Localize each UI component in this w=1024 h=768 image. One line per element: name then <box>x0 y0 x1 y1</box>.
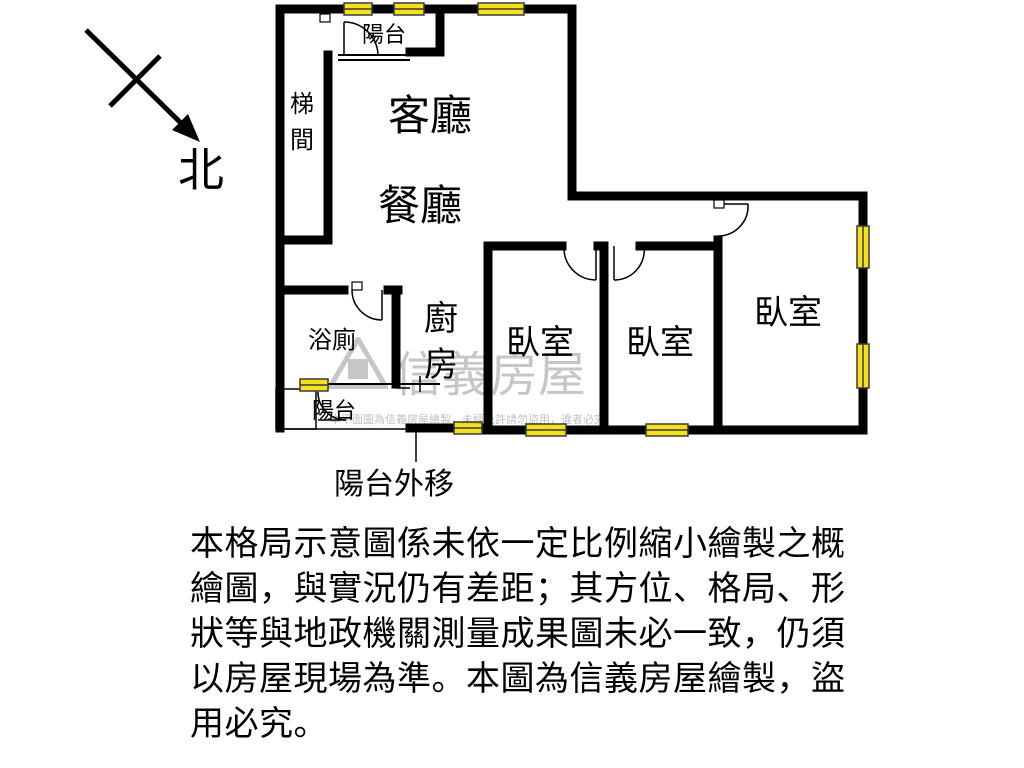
label-stairwell-1: 梯 <box>290 90 314 118</box>
door-swing-balcony-top <box>343 21 379 57</box>
door-swing-bedroom-c <box>717 203 749 237</box>
north-compass: 北 <box>84 28 224 197</box>
label-bedroom-b: 臥室 <box>626 323 694 363</box>
disclaimer-line-4: 以房屋現場為準。本圖為信義房屋繪製，盜 <box>190 659 846 699</box>
wall-marker-3 <box>319 13 331 23</box>
interior-walls <box>275 4 723 435</box>
door-swing-bedroom-a <box>563 245 597 281</box>
label-stairwell-2: 間 <box>290 126 314 154</box>
floor-plan: 北 <box>84 2 870 502</box>
disclaimer: 本格局示意圖係未依一定比例縮小繪製之概 繪圖，與實況仍有差距；其方位、格局、形 … <box>190 522 930 747</box>
label-bedroom-c: 臥室 <box>754 293 822 333</box>
label-bathroom: 浴廁 <box>308 326 356 354</box>
door-swing-bathroom <box>351 289 383 321</box>
door-swing-bedroom-b <box>613 245 646 281</box>
disclaimer-line-2: 繪圖，與實況仍有差距；其方位、格局、形 <box>190 569 846 609</box>
label-balcony-moved-out: 陽台外移 <box>334 467 454 502</box>
room-labels: 陽台 梯 間 客廳 餐廳 浴廁 廚 房 臥室 臥室 臥室 陽台 陽台外移 <box>290 23 822 502</box>
disclaimer-line-3: 狀等與地政機關測量成果圖未必一致，仍須 <box>190 614 846 654</box>
label-kitchen-1: 廚 <box>424 299 458 339</box>
disclaimer-line-5: 用必究。 <box>190 704 328 744</box>
compass-cross-bar <box>108 54 162 108</box>
label-kitchen-2: 房 <box>424 345 458 385</box>
label-balcony-bottom: 陽台 <box>312 399 356 424</box>
thin-partitions <box>316 54 440 385</box>
label-bedroom-a: 臥室 <box>506 323 574 363</box>
windows <box>299 2 870 437</box>
wall-marker-2 <box>351 281 363 291</box>
label-balcony-top: 陽台 <box>362 23 406 48</box>
exterior-walls <box>275 4 868 435</box>
north-label: 北 <box>178 143 224 197</box>
label-living-room: 客廳 <box>388 91 472 140</box>
door-swing-balcony-bottom <box>317 391 347 421</box>
disclaimer-line-1: 本格局示意圖係未依一定比例縮小繪製之概 <box>190 524 846 564</box>
wall-marker <box>713 199 725 209</box>
compass-arrow-head <box>172 114 200 142</box>
watermark-fine-print: 本平面圖為信義房屋繪製，未經允許請勿盜用，違者必究 <box>330 413 605 426</box>
doors <box>317 21 749 421</box>
label-dining-room: 餐廳 <box>378 181 462 230</box>
